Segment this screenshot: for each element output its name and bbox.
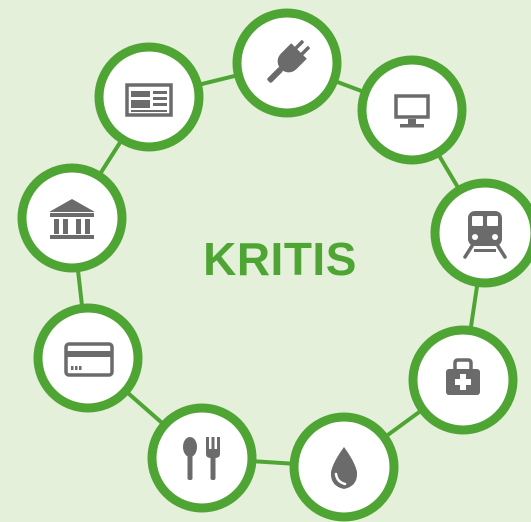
sector-node-energy	[232, 8, 342, 118]
monitor-icon	[394, 94, 430, 128]
train-icon	[463, 211, 507, 259]
diagram-title: KRITIS	[203, 233, 357, 285]
sector-node-finance	[33, 303, 143, 413]
fork-spoon-icon	[183, 437, 220, 480]
plug-icon	[267, 40, 310, 83]
sector-node-government	[17, 163, 127, 273]
newspaper-icon	[125, 83, 173, 117]
sector-node-water	[289, 412, 399, 522]
sector-node-food	[147, 403, 257, 513]
ring-connector	[69, 60, 488, 470]
sector-node-health	[408, 325, 518, 435]
credit-card-icon	[64, 342, 114, 377]
first-aid-kit-icon	[446, 358, 480, 395]
water-drop-icon	[330, 447, 358, 489]
sector-node-it-telecom	[357, 55, 467, 165]
sector-node-media	[94, 42, 204, 152]
sector-node-transport	[430, 178, 531, 288]
government-building-icon	[49, 199, 95, 239]
